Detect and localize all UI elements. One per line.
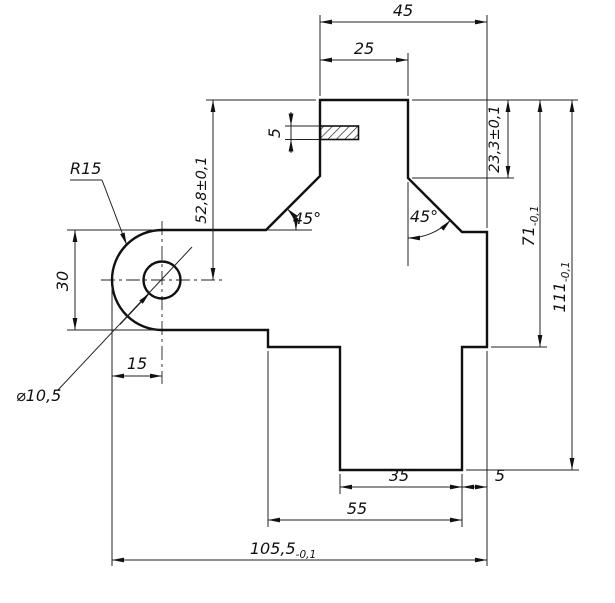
dim-label-left-height: 30 xyxy=(53,271,72,291)
dim-value-105-5: 105,5 xyxy=(250,539,296,558)
hatched-slot xyxy=(319,125,360,141)
dim-tol-71: -0,1 xyxy=(529,206,541,227)
dim-label-bottom-width: 35 xyxy=(389,466,409,485)
part-outline xyxy=(110,98,489,472)
angle-label-left: 45° xyxy=(293,209,321,228)
dim-tol-105-5: -0,1 xyxy=(296,549,317,561)
diameter-leader-arrow xyxy=(119,293,150,325)
angle-arc-left xyxy=(286,208,299,231)
radius-leader xyxy=(101,179,128,245)
radius-callout-label: R15 xyxy=(70,159,101,178)
dim-label-right-mid: 71-0,1 xyxy=(519,206,541,247)
dim-value-111: 111 xyxy=(550,282,569,313)
dim-label-left-depth: 52,8±0,1 xyxy=(194,156,210,224)
hole-circle xyxy=(142,260,182,300)
hole-centerlines xyxy=(101,221,226,384)
dim-label-column-width: 25 xyxy=(354,39,374,58)
angle-arc-right xyxy=(407,220,451,241)
hole-callout-label: ⌀10,5 xyxy=(16,386,61,405)
dim-label-left-offset: 15 xyxy=(127,354,147,373)
dimension-lines xyxy=(72,19,575,563)
angle-label-right: 45° xyxy=(410,207,438,226)
dim-value-71: 71 xyxy=(519,226,538,246)
dim-label-bottom-gap: 5 xyxy=(495,466,505,485)
dim-label-right-total: 111-0,1 xyxy=(550,261,572,312)
dim-label-total-length: 105,5-0,1 xyxy=(250,539,316,561)
dim-tol-111: -0,1 xyxy=(560,261,572,282)
leader-lines xyxy=(57,179,193,391)
dim-label-top-width: 45 xyxy=(393,1,413,20)
dim-label-slot-height: 5 xyxy=(265,128,284,138)
dim-label-bottom-mid: 55 xyxy=(347,499,367,518)
dim-label-right-upper: 23,3±0,1 xyxy=(487,105,503,173)
